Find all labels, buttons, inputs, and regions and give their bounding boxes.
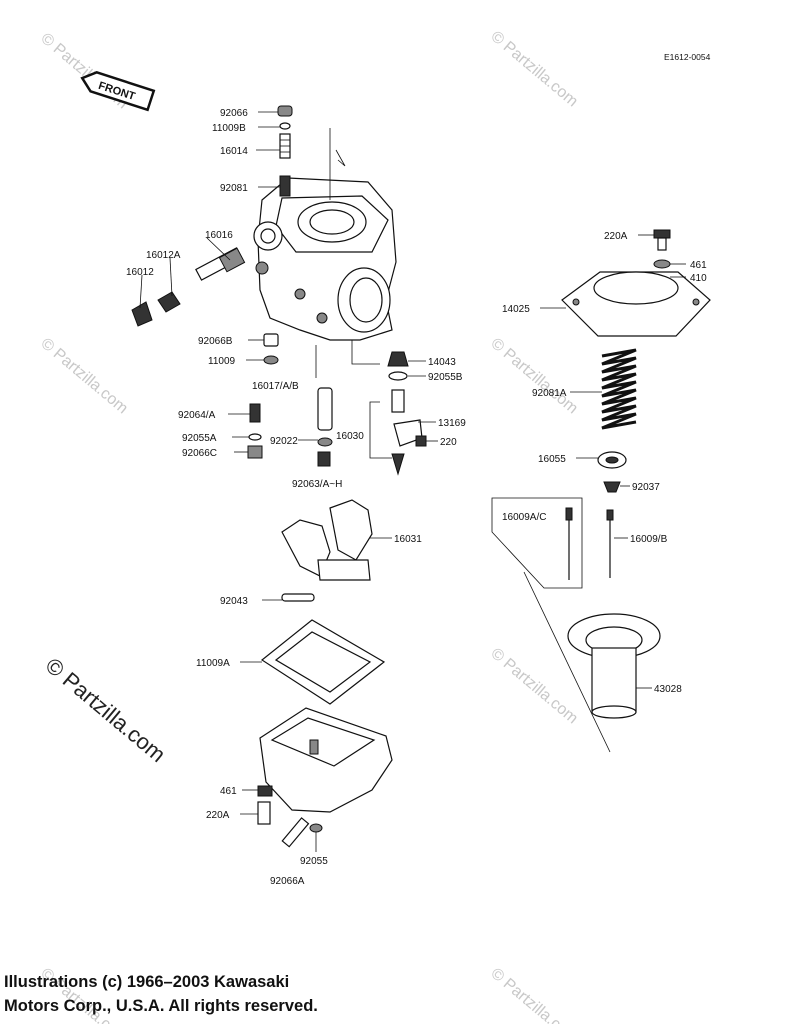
watermark: © Partzilla.com <box>487 645 581 727</box>
diagram-code: E1612-0054 <box>664 52 711 62</box>
label-461-bottom: 461 <box>220 786 237 797</box>
leader-lines <box>139 111 686 852</box>
label-11009b: 11009B <box>212 123 246 134</box>
label-16009b: 16009/B <box>630 534 668 545</box>
label-220a-top: 220A <box>604 231 628 242</box>
label-11009a: 11009A <box>196 658 230 669</box>
label-16030: 16030 <box>336 431 364 442</box>
copyright-line-1: Illustrations (c) 1966–2003 Kawasaki <box>4 973 290 991</box>
float-valve-assembly <box>369 351 427 476</box>
label-92022: 92022 <box>270 436 298 447</box>
label-92066: 92066 <box>220 108 248 119</box>
label-92064: 92064/A <box>178 410 216 421</box>
label-92055b: 92055B <box>428 372 463 383</box>
label-220a-bottom: 220A <box>206 810 230 821</box>
vacuum-piston-spring <box>601 348 637 430</box>
label-16009ac: 16009A/C <box>502 512 546 523</box>
copyright-line-2: Motors Corp., U.S.A. All rights reserved… <box>4 997 318 1015</box>
label-92063: 92063/A~H <box>292 479 342 490</box>
label-92055a: 92055A <box>182 433 217 444</box>
watermark: © Partzilla.com <box>487 335 581 417</box>
label-92055: 92055 <box>300 856 328 867</box>
watermark-large: © Partzilla.com <box>41 653 171 767</box>
float <box>281 499 373 602</box>
label-16017: 16017/A/B <box>252 381 299 392</box>
vacuum-piston-diaphragm <box>567 613 661 719</box>
label-92066a: 92066A <box>270 876 305 887</box>
label-43028: 43028 <box>654 684 682 695</box>
label-92037: 92037 <box>632 482 660 493</box>
label-220: 220 <box>440 437 457 448</box>
label-92066b: 92066B <box>198 336 233 347</box>
front-arrow: FRONT <box>80 70 156 112</box>
label-410: 410 <box>690 273 707 284</box>
label-92081: 92081 <box>220 183 248 194</box>
label-92081a: 92081A <box>532 388 567 399</box>
label-16055: 16055 <box>538 454 566 465</box>
needle-seat-and-clip <box>597 451 627 493</box>
label-16012a: 16012A <box>146 250 181 261</box>
label-16031: 16031 <box>394 534 422 545</box>
part-labels: 92066 11009B 16014 92081 16016 16012A 16… <box>126 108 707 887</box>
watermark: © Partzilla.com <box>487 965 581 1024</box>
label-16012: 16012 <box>126 267 154 278</box>
carburetor-body <box>253 128 397 378</box>
label-461-top: 461 <box>690 260 707 271</box>
float-bowl-gasket <box>260 619 386 705</box>
main-jet-assembly <box>131 247 246 327</box>
label-11009: 11009 <box>208 356 236 367</box>
copyright-notice: Illustrations (c) 1966–2003 Kawasaki Mot… <box>4 970 318 1018</box>
float-bowl <box>259 707 393 813</box>
carburetor-top-cover <box>561 271 711 337</box>
label-16014: 16014 <box>220 146 248 157</box>
label-92043: 92043 <box>220 596 248 607</box>
label-14043: 14043 <box>428 357 456 368</box>
jet-needle-inset <box>491 497 614 753</box>
watermark: © Partzilla.com <box>37 335 131 417</box>
label-14025: 14025 <box>502 304 530 315</box>
bowl-bottom-hardware <box>257 785 323 848</box>
watermark: © Partzilla.com <box>487 28 581 110</box>
label-13169: 13169 <box>438 418 466 429</box>
label-92066c: 92066C <box>182 448 217 459</box>
left-jet-stack <box>247 403 263 459</box>
plug-and-gasket <box>263 333 279 365</box>
pilot-screw-stack <box>277 105 293 197</box>
needle-jet-column <box>317 387 333 467</box>
label-16016: 16016 <box>205 230 233 241</box>
